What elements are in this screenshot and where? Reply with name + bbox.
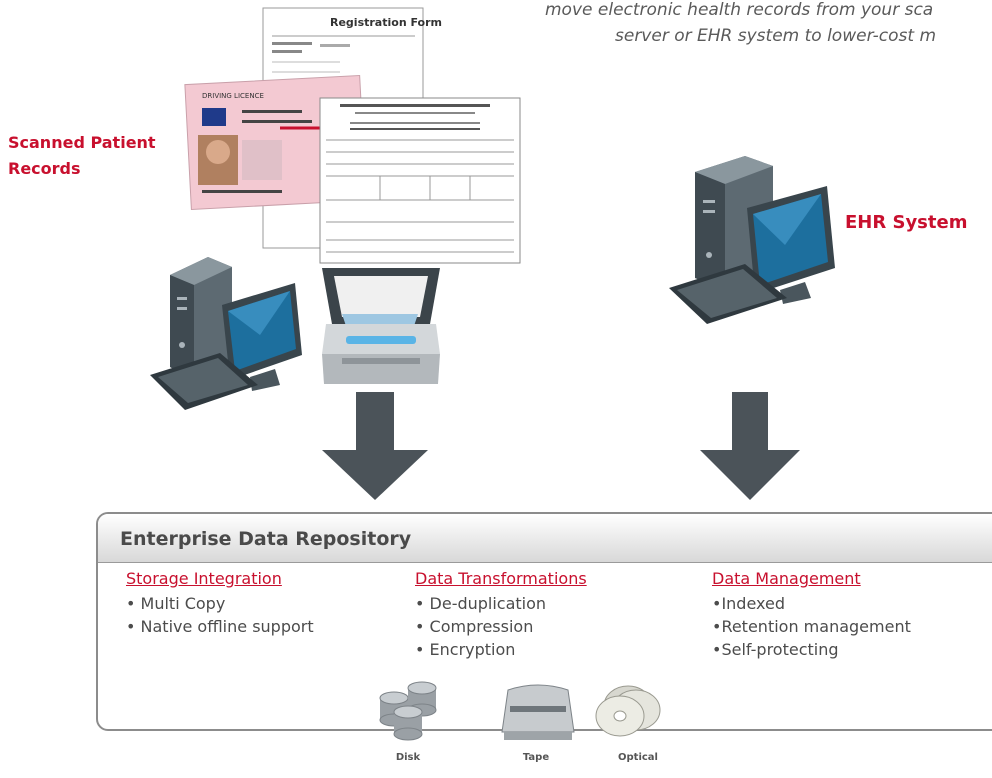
tape-icon <box>501 684 575 740</box>
data-transformations-column: Data Transformations • De-duplication • … <box>415 569 587 661</box>
storage-integration-title: Storage Integration <box>126 569 282 588</box>
scanned-documents-illustration: Registration Form DRIVING LICENCE <box>184 7 521 264</box>
data-management-item: •Indexed <box>712 594 785 613</box>
scanned-records-label: Scanned Patient Records <box>8 133 156 178</box>
ehr-system-label: EHR System <box>845 212 968 233</box>
data-management-title: Data Management <box>712 569 861 588</box>
caption-line-1: move electronic health records from your… <box>545 0 934 20</box>
ehr-to-repository-arrow <box>700 392 800 500</box>
data-management-column: Data Management •Indexed •Retention mana… <box>712 569 911 661</box>
data-transformations-item: • Encryption <box>415 640 516 659</box>
caption-line-2: server or EHR system to lower-cost m <box>615 26 936 46</box>
disk-label: Disk <box>395 752 421 763</box>
workstation-computer-icon <box>150 257 302 410</box>
disk-icon <box>379 681 437 741</box>
tape-label: Tape <box>522 752 550 763</box>
storage-integration-item: • Native offline support <box>126 617 314 636</box>
optical-label: Optical <box>618 752 658 763</box>
storage-integration-column: Storage Integration • Multi Copy • Nativ… <box>126 569 314 638</box>
patient-certificate-document <box>319 97 521 264</box>
optical-disc-icon <box>595 685 661 737</box>
licence-header: DRIVING LICENCE <box>202 92 264 100</box>
data-management-item: •Retention management <box>712 617 911 636</box>
ehr-server-computer-icon <box>669 156 835 324</box>
data-management-item: •Self-protecting <box>712 640 839 659</box>
storage-icons-group <box>379 681 661 741</box>
repository-title: Enterprise Data Repository <box>120 528 412 550</box>
data-transformations-title: Data Transformations <box>415 569 587 588</box>
storage-integration-item: • Multi Copy <box>126 594 226 613</box>
repository-header: Enterprise Data Repository <box>98 514 992 563</box>
data-transformations-item: • Compression <box>415 617 534 636</box>
document-scanner-icon <box>322 268 440 384</box>
data-transformations-item: • De-duplication <box>415 594 547 613</box>
registration-form-title: Registration Form <box>330 16 442 29</box>
scanner-to-repository-arrow <box>322 392 428 500</box>
